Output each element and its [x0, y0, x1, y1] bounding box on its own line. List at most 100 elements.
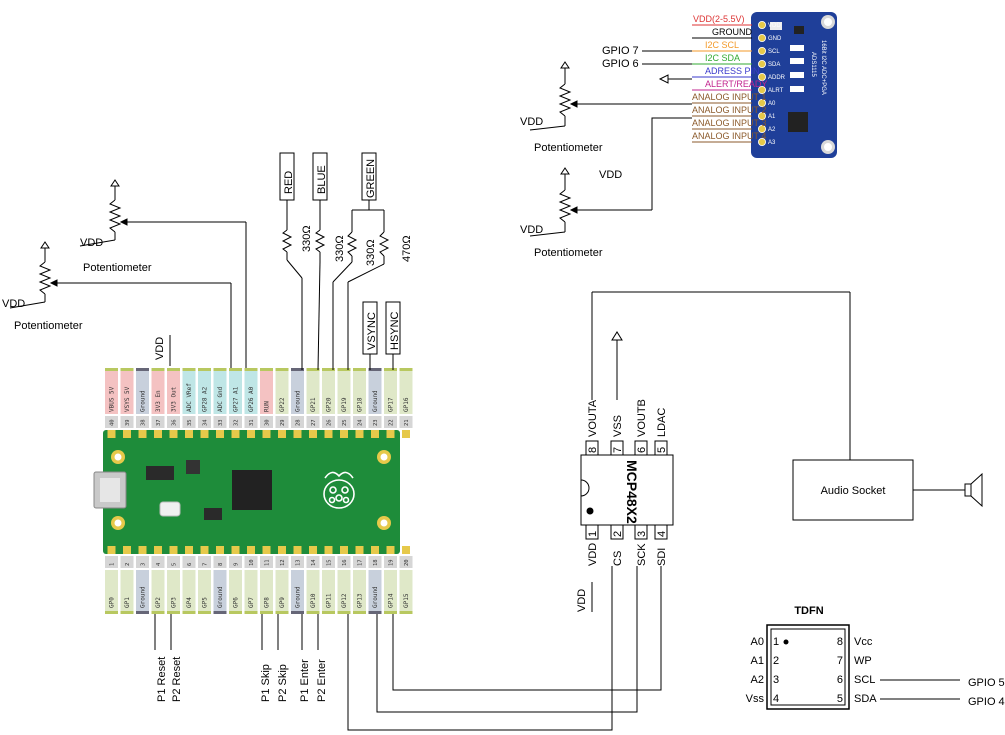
raspberry-logo-icon: [323, 471, 355, 509]
dac-bottom-pin-name: CS: [612, 551, 624, 566]
ads-pin: SDA: [758, 60, 780, 69]
eeprom-left-pin-number: 2: [773, 655, 779, 667]
pico-top-pin-name: GP17: [388, 397, 395, 412]
pico-top-pin-number: 31: [249, 419, 255, 426]
eeprom-chip: [766, 624, 850, 710]
ads-gpio6-label: GPIO 6: [602, 58, 639, 70]
p1-reset-label: P1 Reset: [156, 657, 168, 702]
pico-bottom-pin-name: GP5: [202, 597, 209, 608]
ads-components: [770, 22, 808, 132]
eeprom-chip-inner: [770, 628, 846, 706]
pico-bottom-pin-number: 6: [187, 563, 193, 566]
pico-top-pin-number: 33: [218, 419, 224, 426]
pico-top-pin: ADC Gnd 33: [213, 368, 227, 428]
eeprom-left-pin: A1 2: [751, 655, 780, 667]
pico-top-pin-name: Ground: [372, 390, 379, 412]
ads-pin: ADDR: [758, 73, 786, 82]
dac-top-pin-name: VSS: [612, 415, 624, 437]
ads-gpio7-label: GPIO 7: [602, 45, 639, 57]
p2-reset-label: P2 Reset: [171, 657, 183, 702]
ads-pin-name: SDA: [768, 62, 780, 68]
dac-bottom-pin-number: 3: [636, 531, 648, 537]
red-resistor-label: 330Ω: [301, 225, 313, 252]
potentiometer-2: [9, 241, 232, 370]
usb-port-inner: [100, 478, 120, 502]
pico-bottom-pin-number: 13: [296, 559, 302, 566]
pico-bottom-pin-number: 1: [110, 563, 116, 566]
ads-pin-name: A2: [768, 127, 776, 133]
pico-top-pin-number: 36: [172, 419, 178, 426]
audio-socket-label: Audio Socket: [821, 485, 886, 497]
pico-top-pin-name: Ground: [140, 390, 147, 412]
eeprom-right-pin-name: SCL: [854, 674, 875, 686]
ads-pin: SCL: [758, 47, 780, 56]
green-label: GREEN: [365, 159, 377, 198]
pico-top-pin-name: GP26 A0: [248, 386, 255, 412]
pico-bottom-pin-name: GP8: [264, 597, 271, 608]
dac-top-pin: 6 VOUTB: [634, 399, 648, 456]
eeprom-right-pin-number: 7: [837, 655, 843, 667]
pico-top-pin-number: 25: [342, 419, 348, 426]
pico-bottom-pin-number: 11: [265, 559, 271, 566]
eeprom-i2c-wires: [880, 679, 960, 700]
ads-pin-name: ALRT: [768, 88, 784, 94]
pico-top-pin-number: 38: [141, 419, 147, 426]
ads-address-label: ADRESS PIN: [705, 66, 760, 76]
pico-top-pin-name: GP18: [357, 397, 364, 412]
pico-top-pin-number: 23: [373, 419, 379, 426]
pico-top-pin: GP18 24: [353, 368, 366, 428]
p1-skip-label: P1 Skip: [260, 664, 272, 702]
pico-bottom-pin-number: 4: [156, 562, 162, 566]
dac-bottom-pin-number: 1: [587, 531, 599, 537]
pico-bottom-pin-number: 20: [404, 559, 410, 566]
pico-top-pin-name: ADC VRef: [186, 383, 193, 412]
pico-bottom-pin-number: 14: [311, 559, 317, 566]
ads-ain3-label: ANALOG INPUT 3: [692, 118, 766, 128]
ads1115-board: [751, 12, 837, 158]
pico-bottom-pin-name: GP2: [155, 597, 162, 608]
dac-bottom-pin-number: 4: [656, 531, 668, 537]
pico-bottom-pin-name: GP15: [403, 593, 410, 608]
eeprom-left-pin-name: A1: [751, 655, 764, 667]
pico-top-pin-name: ADC Gnd: [217, 386, 224, 412]
dac-bottom-pin-name: VDD: [587, 543, 599, 566]
eeprom-left-pin-number: 3: [773, 674, 779, 686]
pico-bottom-pin-number: 8: [218, 563, 224, 566]
pico-top-pin-number: 29: [280, 419, 286, 426]
green-resistor-470-label: 470Ω: [401, 235, 413, 262]
p1-enter-label: P1 Enter: [299, 659, 311, 702]
bootsel-button: [159, 501, 181, 517]
pico-bottom-pin-name: GP9: [279, 597, 286, 608]
ads-pin: A3: [758, 137, 776, 146]
dac-chip: MCP48X2: [580, 454, 674, 526]
dac-top-pin-number: 6: [636, 447, 648, 453]
dac-top-pin-name: VOUTB: [636, 399, 648, 437]
pico-top-pin-number: 35: [187, 419, 193, 426]
eeprom-left-pin-name: A0: [751, 636, 764, 648]
dac-top-pin-number: 8: [587, 447, 599, 453]
vsync-label: VSYNC: [366, 312, 378, 350]
pico-top-pin-number: 24: [358, 419, 364, 426]
